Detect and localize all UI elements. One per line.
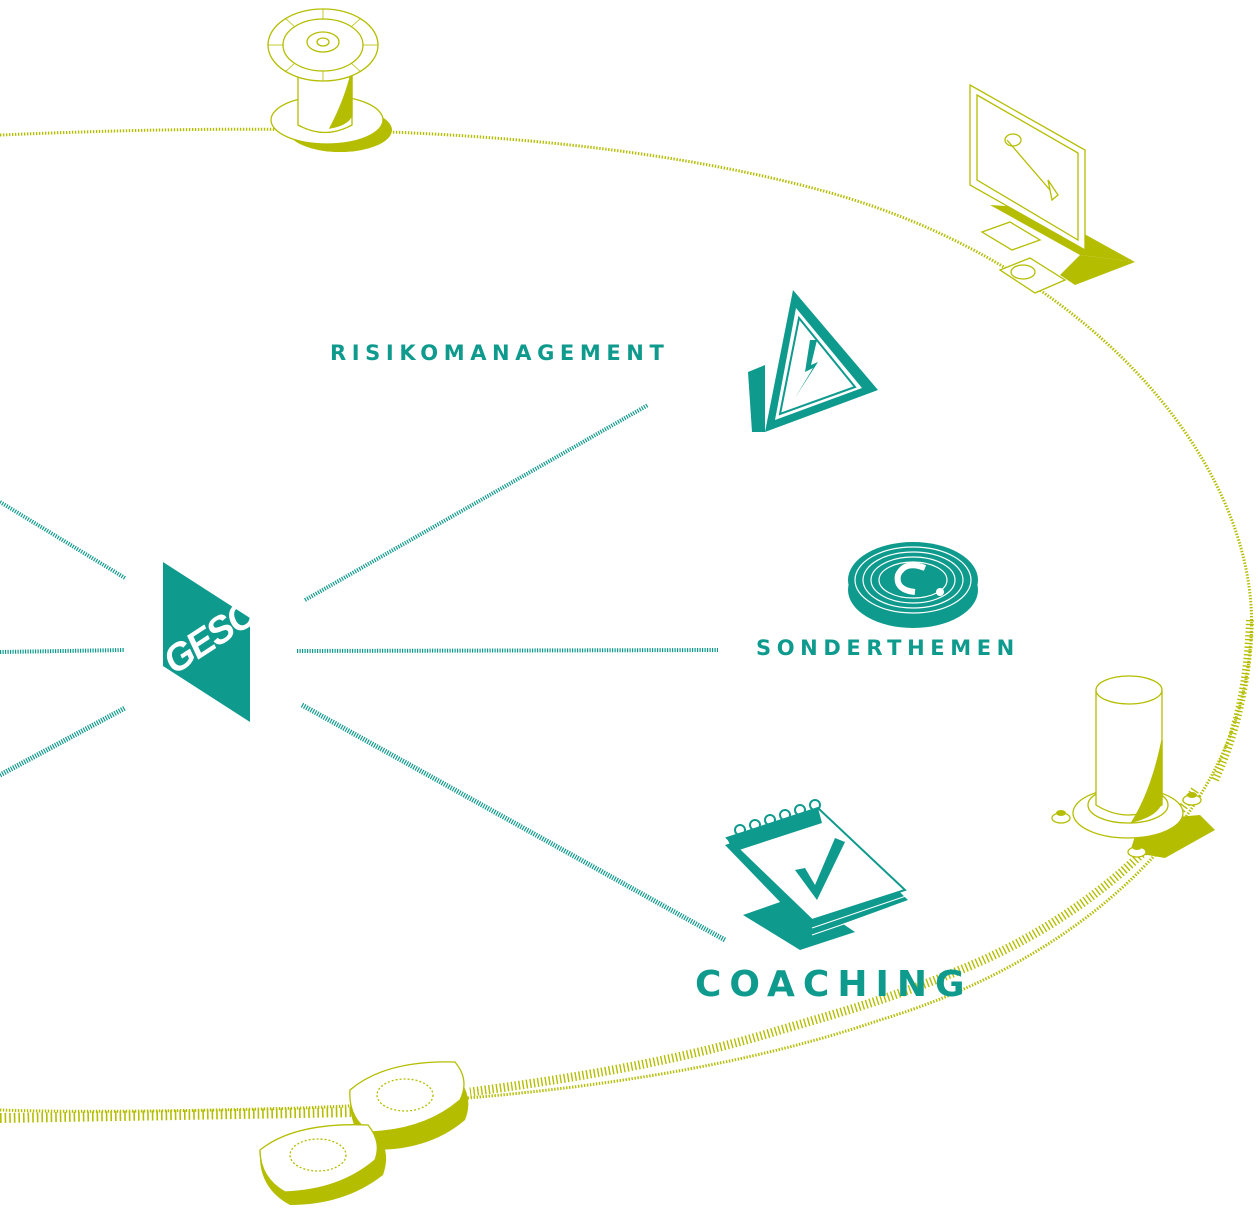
cable-spool-icon <box>267 8 392 152</box>
orbit-ring <box>0 127 1254 1123</box>
computer-monitor-icon <box>969 83 1135 294</box>
warning-triangle-icon <box>748 290 878 432</box>
coiled-disc-icon <box>848 542 978 628</box>
notepad-checkmark-icon <box>725 799 909 950</box>
cylinder-post-icon <box>1051 675 1215 858</box>
label-risikomanagement: RISIKOMANAGEMENT <box>330 341 670 365</box>
gesco-logo: GESCO <box>159 562 285 722</box>
label-sonderthemen: SONDERTHEMEN <box>756 636 1020 660</box>
label-coaching: COACHING <box>695 964 973 1005</box>
gear-clamp-icon <box>259 1061 469 1205</box>
connector-lines <box>0 403 727 943</box>
